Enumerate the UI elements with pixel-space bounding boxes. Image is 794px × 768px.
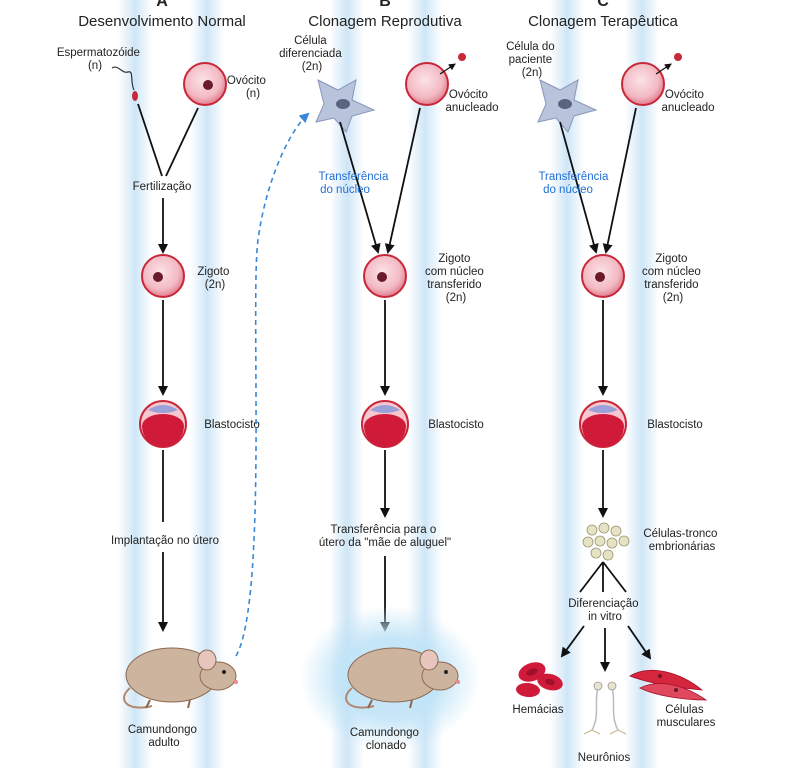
sperm-icon [111,66,138,101]
zygote-label-b: Zigoto com núcleo transferido (2n) [425,253,487,304]
muscle-cells-icon [629,669,708,701]
column-a-title: Desenvolvimento Normal [78,13,246,30]
column-c-letter: C [597,0,609,10]
column-a: Espermatozóide (n) Ovócito (n) Fertiliza… [57,47,269,749]
adult-mouse-icon [123,647,238,709]
donor-cell-label-b: Célula diferenciada (2n) [279,35,345,73]
zygote-cell-icon [141,254,185,298]
column-c-title: Clonagem Terapêutica [528,13,678,30]
column-b-title: Clonagem Reprodutiva [308,13,462,30]
red-blood-cells-icon [516,662,563,698]
column-headers: A Desenvolvimento Normal B Clonagem Repr… [78,0,678,30]
enucleated-egg-label-c: Ovócito anucleado [661,89,714,114]
transferred-zygote-icon-b [363,254,407,298]
stem-cells-icon [582,522,630,561]
blastocyst-icon-c [579,400,627,448]
zygote-label-c: Zigoto com núcleo transferido (2n) [642,253,704,304]
neurons-icon [583,681,627,735]
blastocyst-icon [139,400,187,448]
in-vitro-differentiation-label: Diferenciação in vitro [568,598,642,623]
column-c: Célula do paciente (2n) Ovócito anuclead… [506,41,720,764]
stem-cells-label: Células-tronco embrionárias [643,528,720,553]
dashed-reuse-arrow [235,112,310,657]
differentiated-cell-icon [315,79,376,133]
column-b-letter: B [379,0,391,10]
enucleated-egg-icon [405,53,466,106]
egg-cell-icon [183,62,227,106]
adult-mouse-label: Camundongo adulto [128,724,200,749]
blastocyst-label-a: Blastocisto [204,419,260,431]
enucleated-egg-icon-c [621,53,682,106]
egg-label: Ovócito (n) [227,75,269,100]
zygote-label: Zigoto (2n) [197,266,232,291]
transferred-zygote-icon-c [581,254,625,298]
nuclear-transfer-label-c: Transferência do núcleo [538,171,611,196]
implantation-label: Implantação no útero [111,535,219,547]
fertilization-label: Fertilização [133,181,192,193]
red-blood-cells-label: Hemácias [512,704,563,716]
patient-cell-icon [537,79,598,133]
blastocyst-label-c: Blastocisto [647,419,703,431]
muscle-cells-label: Células musculares [657,704,716,729]
patient-cell-label: Célula do paciente (2n) [506,41,558,79]
cloned-mouse-label: Camundongo clonado [350,727,422,752]
blastocyst-label-b: Blastocisto [428,419,484,431]
nuclear-transfer-label-b: Transferência do núcleo [318,171,391,196]
column-a-letter: A [156,0,168,10]
blastocyst-icon-b [361,400,409,448]
cloned-mouse-icon [345,647,460,709]
column-b: Célula diferenciada (2n) Ovócito anuclea… [279,35,498,752]
sperm-label: Espermatozóide (n) [57,47,143,72]
neurons-label: Neurônios [578,752,631,764]
light-beams [118,0,659,768]
enucleated-egg-label-b: Ovócito anucleado [445,89,498,114]
surrogate-transfer-label: Transferência para o útero da "mãe de al… [319,524,451,549]
